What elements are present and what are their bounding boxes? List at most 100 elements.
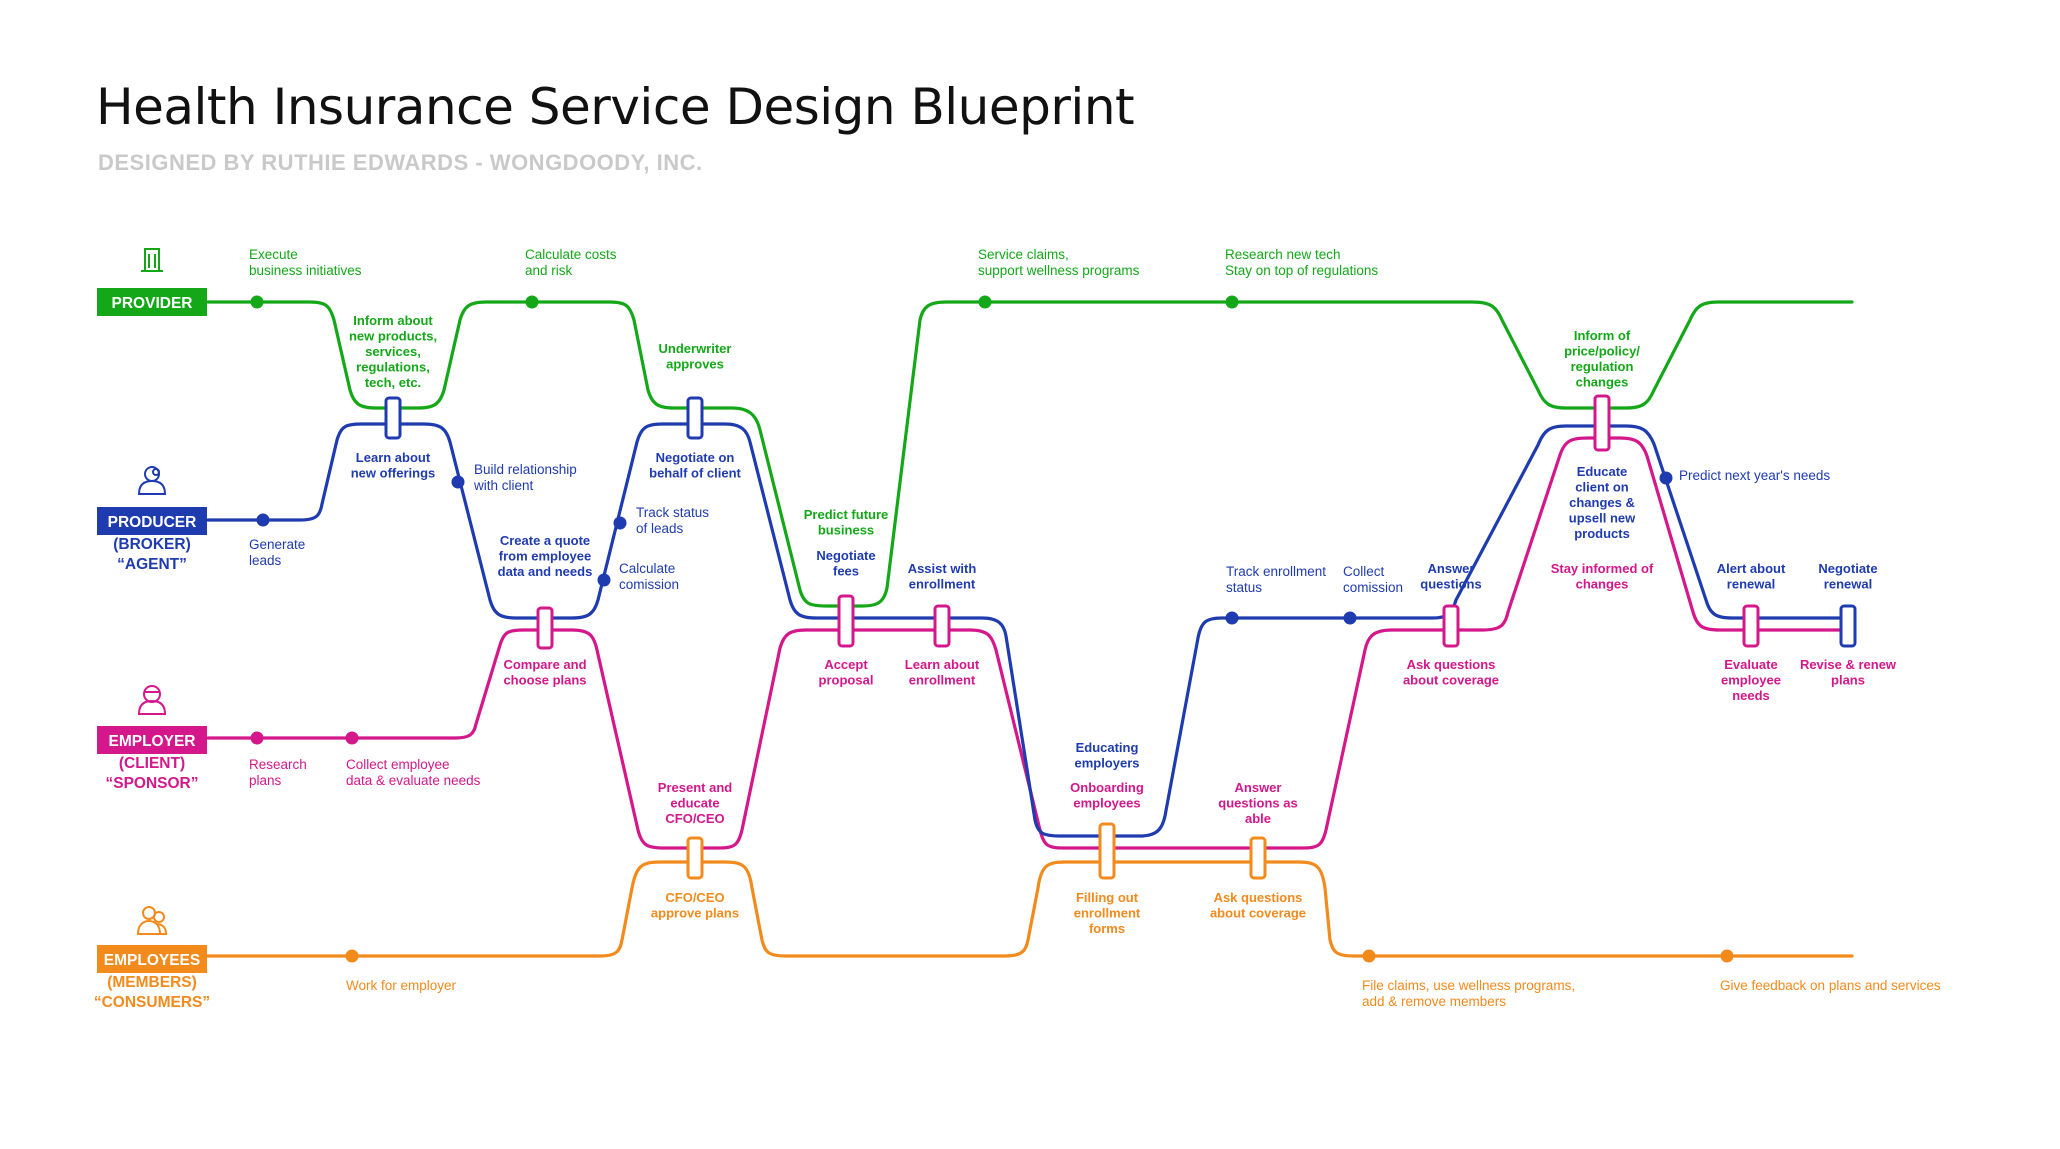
producer-line — [206, 422, 1854, 838]
step-line: plans — [1831, 673, 1865, 688]
step-line: enrollment — [909, 673, 976, 688]
step-line: Alert about — [1717, 561, 1786, 576]
step-line: CFO/CEO — [665, 811, 724, 826]
label-line: Generate — [249, 537, 305, 552]
step-line: about coverage — [1210, 906, 1306, 921]
step-line: CFO/CEO — [665, 890, 724, 905]
step-line: choose plans — [503, 673, 586, 688]
page-title: Health Insurance Service Design Blueprin… — [96, 78, 1135, 136]
label-line: comission — [619, 577, 679, 592]
step-line: Accept — [824, 657, 868, 672]
step-line: fees — [833, 564, 859, 579]
step-line: changes — [1576, 375, 1629, 390]
step-line: from employee — [499, 549, 591, 564]
stop-onboarding — [1098, 822, 1116, 880]
label-line: Calculate — [619, 561, 675, 576]
step-line: Negotiate on — [656, 450, 735, 465]
step-line: able — [1245, 811, 1271, 826]
label-line: business initiatives — [249, 263, 362, 278]
lane-producer-sub1: (BROKER) — [113, 536, 191, 553]
step-line: data and needs — [498, 564, 593, 579]
stop-present-educate — [686, 836, 704, 880]
label-line: leads — [249, 553, 282, 568]
step-line: Negotiate — [1818, 561, 1877, 576]
stop-assist-enrollment — [933, 604, 951, 648]
step-line: Create a quote — [500, 533, 590, 548]
stop-underwriter — [686, 396, 704, 440]
step-line: renewal — [1824, 577, 1872, 592]
step-line: regulations, — [356, 360, 430, 375]
step-line: Educating — [1076, 740, 1139, 755]
label-file-claims: File claims, use wellness programs,add &… — [1362, 978, 1575, 1009]
label-line: Research — [249, 757, 307, 772]
step-line: enrollment — [1074, 906, 1141, 921]
step-line: price/policy/ — [1564, 344, 1640, 359]
stop-negotiate-renewal — [1839, 604, 1857, 648]
step-line: approves — [666, 357, 724, 372]
label-line: and risk — [525, 263, 573, 278]
label-line: Calculate costs — [525, 247, 617, 262]
step-line: Assist with — [908, 561, 977, 576]
step-line: Answer — [1235, 780, 1282, 795]
dot-track-status — [613, 516, 627, 530]
stop-create-quote — [536, 606, 554, 650]
dot-build-relationship — [451, 475, 465, 489]
step-line: employers — [1074, 756, 1139, 771]
step-line: Predict future — [804, 507, 889, 522]
lane-employer: EMPLOYER (CLIENT) “SPONSOR” — [97, 726, 207, 792]
lane-provider-title: PROVIDER — [112, 295, 193, 312]
label-work-for-employer: Work for employer — [346, 978, 457, 993]
step-line: renewal — [1727, 577, 1775, 592]
dot-collect-employee-data — [345, 731, 359, 745]
step-line: Stay informed of — [1551, 561, 1654, 576]
step-line: Onboarding — [1070, 780, 1144, 795]
stop-answer-able — [1249, 836, 1267, 880]
stop-inform-products — [384, 396, 402, 440]
stop-answer-questions — [1442, 604, 1460, 648]
lane-producer-title: PRODUCER — [108, 514, 197, 531]
dot-collect-commission — [1343, 611, 1357, 625]
step-line: Filling out — [1076, 890, 1139, 905]
dot-predict-needs — [1659, 471, 1673, 485]
step-line: approve plans — [651, 906, 739, 921]
step-line: behalf of client — [649, 466, 741, 481]
step-line: new offerings — [351, 466, 436, 481]
lane-producer: PRODUCER (BROKER) “AGENT” — [97, 507, 207, 573]
building-icon — [141, 248, 163, 272]
step-line: Answer — [1428, 561, 1475, 576]
employees-line — [206, 860, 1854, 958]
label-line: Service claims, — [978, 247, 1069, 262]
step-line: Ask questions — [1407, 657, 1496, 672]
label-line: Collect — [1343, 564, 1385, 579]
step-line: Compare and — [503, 657, 586, 672]
label-line: status — [1226, 580, 1262, 595]
lane-employer-sub1: (CLIENT) — [119, 755, 185, 772]
label-predict-needs: Predict next year's needs — [1679, 468, 1830, 483]
step-line: client on — [1575, 480, 1629, 495]
group-icon — [136, 906, 168, 935]
step-line: products — [1574, 526, 1630, 541]
step-line: Evaluate — [1724, 657, 1777, 672]
step-line: Present and — [658, 780, 732, 795]
step-line: enrollment — [909, 577, 976, 592]
lane-producer-sub2: “AGENT” — [117, 556, 187, 573]
label-line: Build relationship — [474, 462, 577, 477]
lane-employees: EMPLOYEES (MEMBERS) “CONSUMERS” — [94, 945, 210, 1011]
